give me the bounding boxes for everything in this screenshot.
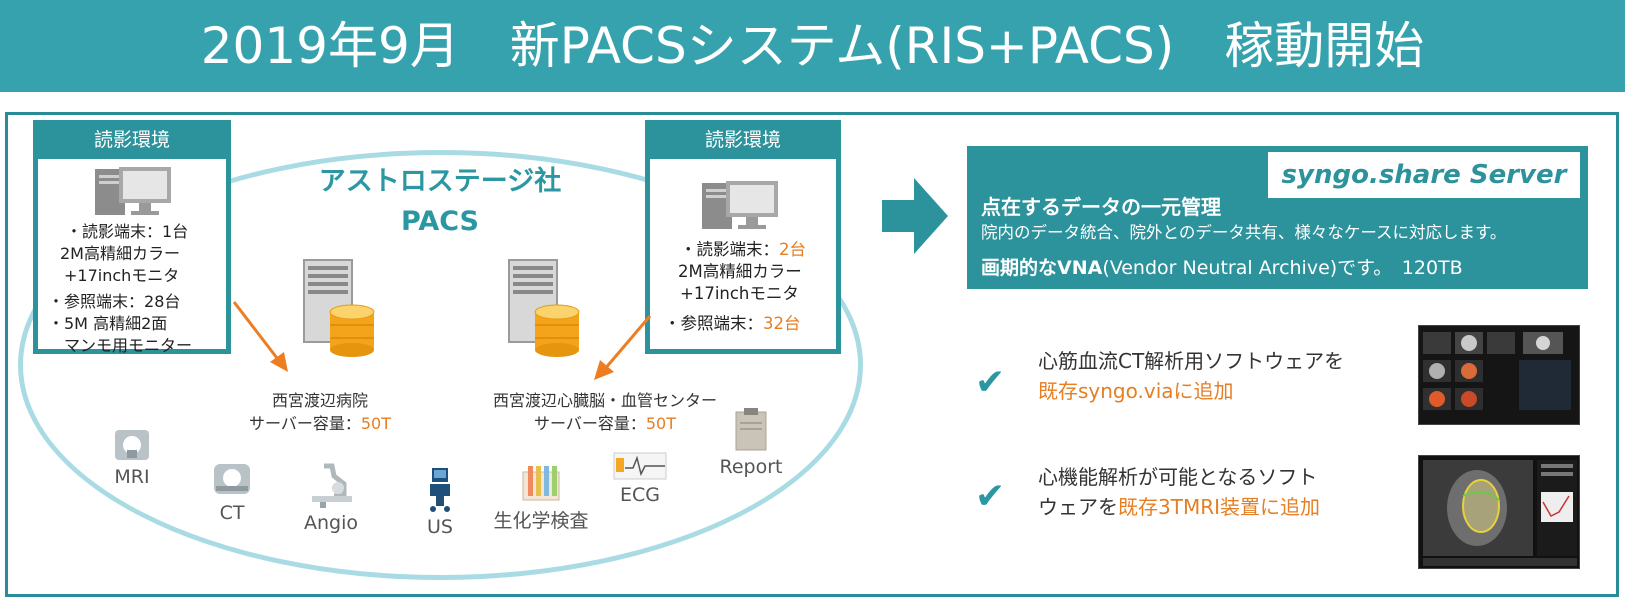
left-reading-environment-box: 読影環境 ・読影端末：1台 2M高精細カラー +17inchモニタ ・参照端末：… xyxy=(33,120,231,355)
modality-label: Report xyxy=(719,456,783,478)
right-box-title: 読影環境 xyxy=(650,125,836,159)
right-line-1: 2M高精細カラー xyxy=(678,262,802,281)
modality-ecg: ECG xyxy=(610,452,670,506)
panel-title: 点在するデータの一元管理 xyxy=(981,195,1221,219)
modality-label: ECG xyxy=(620,484,660,506)
ecg-icon xyxy=(613,452,667,480)
server-name: 西宮渡辺病院 xyxy=(271,391,368,410)
pacs-ellipse xyxy=(18,150,863,580)
ct-analysis-screenshot xyxy=(1418,325,1580,425)
right-line-0: ・読影端末：2台 xyxy=(680,240,806,259)
lab-test-icon xyxy=(522,466,560,501)
left-line-5: マンモ用モニター xyxy=(64,336,193,355)
check-icon: ✔ xyxy=(975,362,1006,403)
mri-icon xyxy=(115,430,149,460)
angio-icon xyxy=(312,463,352,508)
arrow-icon xyxy=(232,301,288,372)
panel-vna-line: 画期的なVNA(Vendor Neutral Archive)です。 120TB xyxy=(981,257,1463,279)
feature-line: 心筋血流CT解析用ソフトウェアを xyxy=(1038,349,1345,373)
modality-label: US xyxy=(427,516,453,538)
server-label-hospital: 西宮渡辺病院 サーバー容量：50T xyxy=(220,389,420,435)
report-icon xyxy=(735,408,767,451)
feature-ct-software: 心筋血流CT解析用ソフトウェアを 既存syngo.viaに追加 xyxy=(1038,346,1344,406)
company-label: アストロステージ社 PACS xyxy=(295,162,585,242)
modality-report: Report xyxy=(718,408,784,478)
modality-label: MRI xyxy=(114,466,150,488)
modality-ct: CT xyxy=(208,462,256,524)
syngo-share-badge: syngo.share Server xyxy=(1268,152,1580,198)
left-line-2: +17inchモニタ xyxy=(64,266,180,285)
ultrasound-icon xyxy=(430,468,450,512)
modality-label: CT xyxy=(219,502,245,524)
left-line-4: ・5M 高精細2面 xyxy=(48,314,168,333)
feature-mri-software: 心機能解析が可能となるソフト ウェアを既存3TMRI装置に追加 xyxy=(1038,462,1320,522)
arrow-icon xyxy=(594,315,652,380)
left-line-0: ・読影端末：1台 xyxy=(66,222,189,241)
modality-mri: MRI xyxy=(108,428,156,488)
workstation-icon xyxy=(702,181,778,229)
right-line-3: ・参照端末：32台 xyxy=(664,314,801,333)
feature-line: 心機能解析が可能となるソフト xyxy=(1038,465,1318,489)
server-capacity: サーバー容量：50T xyxy=(249,414,391,433)
server-name: 西宮渡辺心臓脳・血管センター xyxy=(492,391,717,410)
modality-label: Angio xyxy=(303,512,358,534)
modality-angio: Angio xyxy=(296,462,366,534)
company-name: アストロステージ社 xyxy=(318,166,562,197)
server-capacity: サーバー容量：50T xyxy=(534,414,676,433)
page-title: 2019年9月 新PACSシステム(RIS+PACS) 稼動開始 xyxy=(0,0,1625,92)
feature-line: 既存syngo.viaに追加 xyxy=(1038,379,1234,403)
content-frame xyxy=(5,112,1619,597)
ct-icon xyxy=(214,464,250,494)
right-reading-environment-box: 読影環境 ・読影端末：2台 2M高精細カラー +17inchモニタ ・参照端末：… xyxy=(645,120,841,354)
panel-description: 院内のデータ統合、院外とのデータ共有、様々なケースに対応します。 xyxy=(981,223,1507,242)
feature-line: ウェアを既存3TMRI装置に追加 xyxy=(1038,495,1320,519)
right-line-2: +17inchモニタ xyxy=(680,284,799,303)
workstation-icon xyxy=(95,167,171,215)
modality-label: 生化学検査 xyxy=(493,510,589,532)
left-line-1: 2M高精細カラー xyxy=(60,244,180,263)
left-box-title: 読影環境 xyxy=(38,125,226,159)
server-label-center: 西宮渡辺心臓脳・血管センター サーバー容量：50T xyxy=(470,389,740,435)
modality-lab: 生化学検査 xyxy=(486,464,596,533)
company-product: PACS xyxy=(401,206,479,237)
server-icon xyxy=(303,259,375,357)
mri-analysis-screenshot xyxy=(1418,455,1580,569)
server-icon xyxy=(508,259,580,357)
modality-us: US xyxy=(420,468,460,538)
left-line-3: ・参照端末：28台 xyxy=(48,292,181,311)
right-arrow-icon xyxy=(882,178,948,254)
check-icon: ✔ xyxy=(975,476,1006,517)
